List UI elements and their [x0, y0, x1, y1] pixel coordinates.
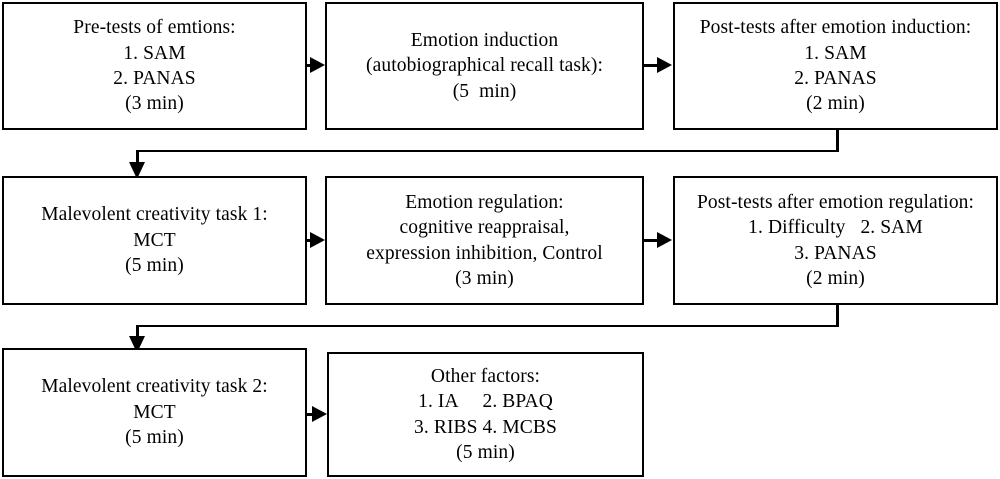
- arrow-head: [312, 406, 327, 422]
- flow-box-postinduction: Post-tests after emotion induction: 1. S…: [673, 2, 998, 130]
- connector-segment-vertical-right: [836, 130, 839, 152]
- arrow-right-icon-mct2-to-otherfactors: [307, 406, 327, 422]
- arrow-head: [310, 232, 325, 248]
- box-line: Post-tests after emotion regulation:: [696, 191, 975, 213]
- flow-box-otherfactors: Other factors: 1. IA 2. BPAQ 3. RIBS 4. …: [327, 352, 644, 477]
- arrow-head: [657, 232, 672, 248]
- box-line: Malevolent creativity task 1:: [41, 204, 268, 226]
- box-line: Pre-tests of emtions:: [73, 17, 236, 39]
- box-line: 2. PANAS: [794, 68, 877, 89]
- box-line: MCT: [133, 229, 176, 251]
- box-line: Emotion induction: [410, 29, 559, 51]
- box-line: 1. IA 2. BPAQ: [418, 391, 553, 413]
- box-line: (3 min): [455, 267, 514, 289]
- arrow-head: [310, 57, 325, 73]
- connector-segment-vertical-right: [836, 305, 839, 327]
- box-line: 3. PANAS: [794, 242, 877, 264]
- box-line: Emotion regulation:: [405, 191, 564, 213]
- flow-box-mct2: Malevolent creativity task 2: MCT (5 min…: [2, 348, 307, 477]
- box-line: 1. Difficulty 2. SAM: [748, 217, 923, 239]
- box-line: Malevolent creativity task 2:: [41, 376, 268, 398]
- elbow-connector-row1-to-row2: [0, 130, 1000, 179]
- box-line: 1. SAM: [804, 42, 867, 64]
- flow-box-mct1: Malevolent creativity task 1: MCT (5 min…: [2, 176, 307, 305]
- arrow-down-icon: [129, 162, 145, 179]
- connector-segment-horizontal: [136, 149, 838, 152]
- box-line: (5 min): [125, 255, 184, 277]
- box-line: expression inhibition, Control: [366, 242, 603, 264]
- arrow-shaft: [644, 64, 660, 67]
- connector-segment-vertical-left: [136, 149, 139, 166]
- box-line: 3. RIBS 4. MCBS: [414, 416, 557, 438]
- connector-segment-horizontal: [136, 324, 838, 327]
- box-line: (2 min): [806, 93, 865, 115]
- connector-segment-vertical-left: [136, 324, 139, 340]
- flow-box-postregulation: Post-tests after emotion regulation: 1. …: [673, 176, 998, 305]
- box-line: cognitive reappraisal,: [399, 217, 570, 239]
- box-line: (5 min): [125, 427, 184, 449]
- box-line: 2. PANAS: [113, 68, 196, 89]
- arrow-right-icon-mct1-to-regulation: [307, 232, 325, 248]
- box-line: MCT: [133, 401, 176, 423]
- arrow-right-icon-pretests-to-induction: [307, 57, 325, 73]
- flow-box-pretests: Pre-tests of emtions: 1. SAM 2. PANAS (3…: [2, 2, 307, 130]
- arrow-right-icon-induction-to-postinduction: [644, 57, 673, 73]
- elbow-connector-row2-to-row3: [0, 305, 1000, 353]
- box-line: (5 min): [452, 80, 517, 102]
- box-line: (3 min): [125, 93, 184, 115]
- box-line: (2 min): [806, 267, 865, 289]
- arrow-right-icon-regulation-to-postregulation: [644, 232, 673, 248]
- flow-box-induction: Emotion induction (autobiographical reca…: [325, 2, 644, 130]
- arrow-shaft: [644, 239, 660, 242]
- box-line: (autobiographical recall task):: [366, 55, 603, 77]
- flow-box-regulation: Emotion regulation: cognitive reappraisa…: [325, 176, 644, 305]
- box-line: (5 min): [456, 441, 515, 463]
- box-line: Other factors:: [430, 365, 541, 387]
- arrow-head: [657, 57, 672, 73]
- box-line: Post-tests after emotion induction:: [699, 17, 972, 39]
- box-line: 1. SAM: [123, 42, 186, 64]
- arrow-shaft: [307, 413, 315, 416]
